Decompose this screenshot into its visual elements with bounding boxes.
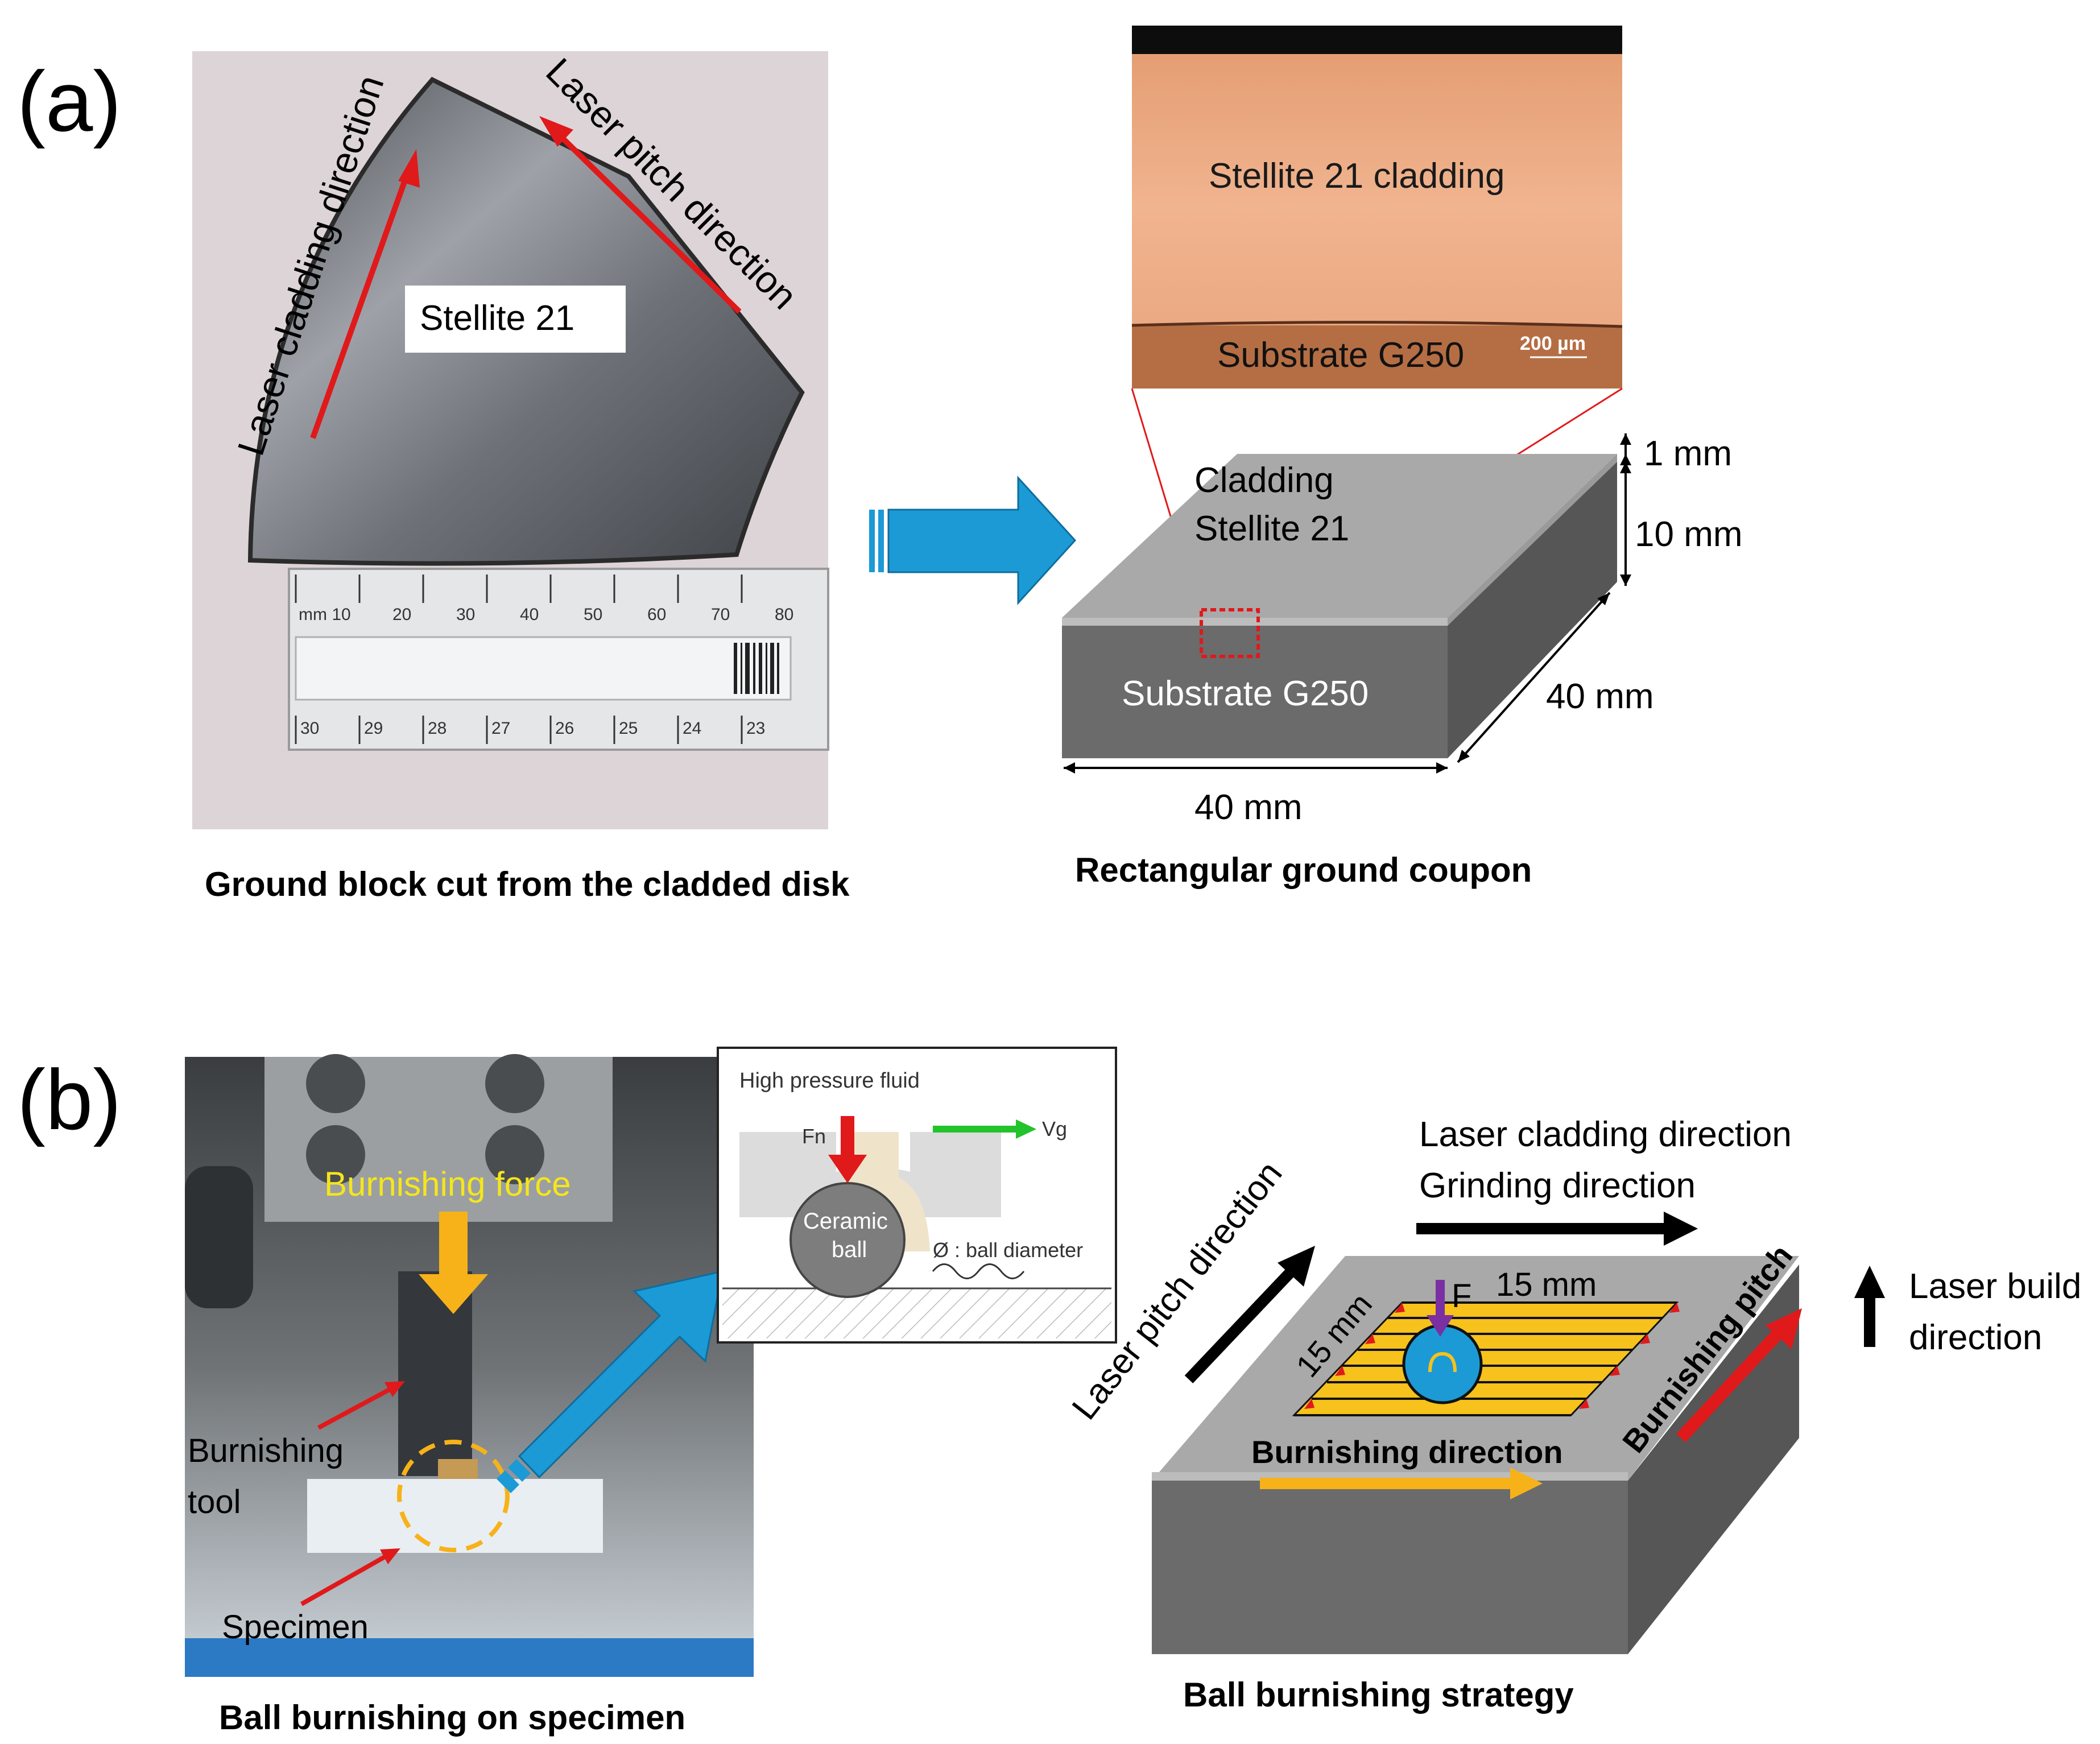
- ruler-ticks: [295, 575, 743, 744]
- build-direction-label-2: direction: [1909, 1318, 2042, 1357]
- micrograph: Stellite 21 cladding Substrate G250 200 …: [1131, 26, 1623, 389]
- fluid-arrow: [828, 1116, 867, 1183]
- ruler-top-tick: 40: [520, 605, 539, 624]
- cladding-arrowhead: [398, 149, 420, 188]
- cladding-direction-arrowhead-b: [1664, 1212, 1698, 1246]
- dim-width-label: 40 mm: [1194, 788, 1302, 827]
- transition-arrow-b: [497, 1270, 724, 1493]
- micrograph-cladding-label: Stellite 21 cladding: [1209, 156, 1504, 196]
- vg-label: Vg: [1042, 1117, 1067, 1140]
- strategy-caption: Ball burnishing strategy: [1183, 1676, 1574, 1714]
- tool-label-2: tool: [188, 1483, 241, 1520]
- ruler-top-tick: 50: [584, 605, 602, 624]
- transition-arrow-a: [869, 476, 1077, 605]
- fluid-label: High pressure fluid: [739, 1069, 920, 1093]
- build-direction-label-1: Laser build: [1909, 1267, 2081, 1306]
- ruler-top-labels: mm 10 20 30 40 50 60 70 80: [299, 605, 793, 624]
- block-photo-caption: Ground block cut from the cladded disk: [205, 865, 850, 903]
- dim-thickness-label: 1 mm: [1644, 434, 1732, 473]
- coupon-dimensions: [1064, 433, 1631, 774]
- fn-label: Fn: [802, 1125, 826, 1148]
- ruler-top-tick: 80: [775, 605, 793, 624]
- cladding-direction-arrow: [310, 170, 411, 439]
- tool-pointer-head: [385, 1381, 405, 1397]
- ball-label-2: ball: [832, 1237, 867, 1262]
- pitch-arrowhead: [539, 116, 573, 147]
- pitch-direction-arrow: [556, 132, 742, 314]
- strategy-front-face: [1152, 1481, 1628, 1654]
- coupon-substrate-label: Substrate G250: [1122, 674, 1369, 713]
- tool-label-1: Burnishing: [188, 1432, 344, 1469]
- coupon-side-face: [1448, 454, 1617, 758]
- coupon-cladding-side-edge: [1448, 454, 1617, 626]
- burnishing-pitch-arrowhead: [1766, 1308, 1802, 1349]
- strategy-block: F 15 mm 15 mm Burnishing direction Burni…: [1152, 1238, 1802, 1654]
- dim-height-label: 10 mm: [1635, 515, 1742, 554]
- diameter-leader: [932, 1263, 1025, 1279]
- burnishing-direction-label: Burnishing direction: [1251, 1434, 1563, 1470]
- block-label: Stellite 21: [420, 299, 574, 338]
- tool-pointer: [317, 1386, 394, 1430]
- machine-photo: Burnishing force Burnishing tool Specime…: [185, 1054, 754, 1677]
- ball-top-view: [1402, 1324, 1483, 1404]
- burnishing-force-arrow: [419, 1212, 488, 1314]
- barcode: [734, 643, 779, 694]
- rotation-symbol: [1428, 1352, 1457, 1373]
- vg-arrowhead: [1016, 1119, 1036, 1139]
- zoom-region-marker: [1200, 608, 1260, 658]
- panel-b-label: (b): [17, 1052, 121, 1147]
- ruler-top-tick: 30: [456, 605, 475, 624]
- burnishing-direction-arrowhead: [1510, 1468, 1543, 1499]
- coupon-cladding-label-1: Cladding: [1194, 461, 1334, 500]
- contact-zone-marker: [397, 1440, 510, 1552]
- coupon-caption: Rectangular ground coupon: [1075, 851, 1532, 889]
- ruler-bottom-tick: 27: [491, 719, 510, 738]
- burnishing-pitch-arrow: [1676, 1326, 1785, 1443]
- block-photo: mm 10 20 30 40 50 60 70 80 30 29 28 27 2…: [192, 50, 829, 829]
- ruler-bottom-tick: 28: [428, 719, 447, 738]
- build-direction-arrowhead: [1854, 1266, 1885, 1298]
- strategy-cladding-direction: Laser cladding direction: [1419, 1115, 1792, 1154]
- strategy-force-label: F: [1452, 1278, 1471, 1315]
- diameter-label: Ø : ball diameter: [933, 1238, 1083, 1262]
- ball-inset: High pressure fluid Fn Vg Ceramic ball Ø…: [717, 1047, 1117, 1344]
- ruler-top-tick: mm 10: [299, 605, 351, 624]
- ruler-bottom-tick: 29: [364, 719, 383, 738]
- specimen-pointer: [300, 1553, 388, 1606]
- scale-bar-label: 200 µm: [1520, 333, 1586, 354]
- micrograph-substrate-label: Substrate G250: [1217, 336, 1464, 375]
- ruler-bottom-tick: 25: [619, 719, 638, 738]
- coupon-cladding-label-2: Stellite 21: [1194, 509, 1349, 548]
- coupon-cladding-edge: [1062, 618, 1448, 626]
- ball-label-1: Ceramic: [803, 1209, 888, 1234]
- ruler-top-tick: 60: [647, 605, 666, 624]
- strategy-grinding-direction: Grinding direction: [1419, 1166, 1696, 1205]
- pitch-ticks: [1304, 1303, 1680, 1409]
- machine-photo-caption: Ball burnishing on specimen: [219, 1698, 685, 1737]
- strategy-force-arrow: [1427, 1280, 1454, 1337]
- burnishing-force-label: Burnishing force: [324, 1165, 571, 1203]
- specimen-pointer-head: [380, 1548, 400, 1564]
- strategy-length-label: 15 mm: [1496, 1266, 1597, 1303]
- pitch-direction-arrow-b: [1184, 1264, 1299, 1383]
- ruler-bottom-tick: 23: [746, 719, 765, 738]
- ruler-bottom-labels: 30 29 28 27 26 25 24 23: [300, 719, 765, 738]
- ruler-bottom-tick: 24: [683, 719, 701, 738]
- coupon-block: Cladding Stellite 21 Substrate G250: [1062, 454, 1617, 758]
- dim-depth-label: 40 mm: [1546, 677, 1653, 716]
- ruler-bottom-tick: 26: [555, 719, 574, 738]
- ruler-top-tick: 20: [392, 605, 411, 624]
- coupon-top-face: [1062, 454, 1617, 618]
- specimen-label: Specimen: [222, 1609, 369, 1646]
- panel-a-label: (a): [17, 53, 121, 149]
- ruler-top-tick: 70: [711, 605, 730, 624]
- coupon-front-face: [1062, 626, 1448, 758]
- pitch-direction-arrowhead-b: [1278, 1246, 1315, 1287]
- ruler-bottom-tick: 30: [300, 719, 319, 738]
